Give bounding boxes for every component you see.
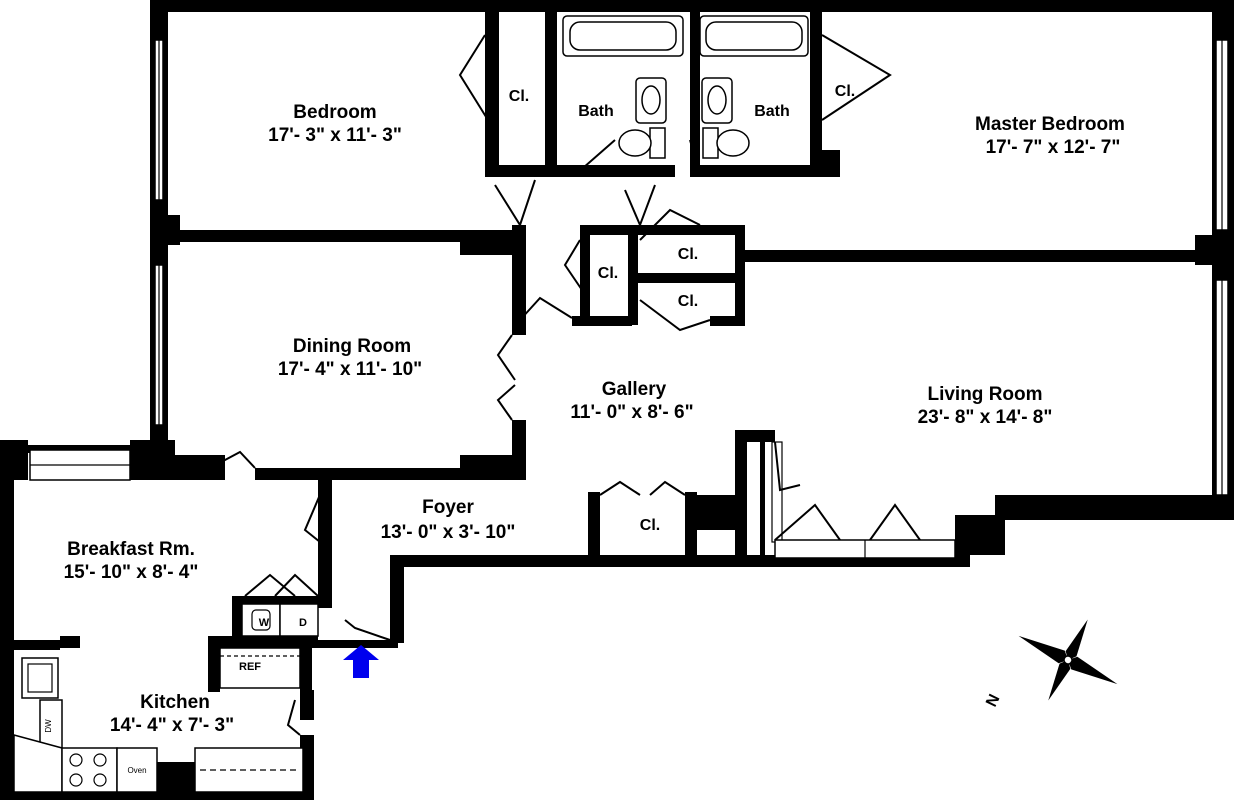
room-name: Breakfast Rm. — [67, 539, 195, 560]
room-name: Gallery — [602, 379, 667, 400]
room-kitchen: Kitchen 14'- 4" x 7'- 3" — [110, 692, 234, 736]
room-name: Foyer — [422, 497, 474, 518]
fixture-labels: Cl. Cl. Cl. Cl. Cl. Cl. Bath Bath W D RE… — [44, 83, 855, 775]
room-breakfast-room: Breakfast Rm. 15'- 10" x 8'- 4" — [64, 539, 199, 583]
room-dimensions: 11'- 0" x 8'- 6" — [570, 402, 693, 423]
room-name: Kitchen — [140, 692, 210, 713]
closet-label: Cl. — [509, 88, 529, 105]
dishwasher-label: DW — [44, 719, 53, 733]
refrigerator-label: REF — [239, 661, 261, 673]
room-gallery: Gallery 11'- 0" x 8'- 6" — [570, 379, 693, 423]
room-dimensions: 14'- 4" x 7'- 3" — [110, 715, 234, 736]
room-living-room: Living Room 23'- 8" x 14'- 8" — [918, 384, 1053, 428]
room-dimensions: 17'- 7" x 12'- 7" — [986, 137, 1121, 158]
door-swings — [209, 34, 921, 736]
room-dimensions: 15'- 10" x 8'- 4" — [64, 562, 199, 583]
compass-north-label: N — [983, 692, 1003, 710]
room-dimensions: 17'- 3" x 11'- 3" — [268, 125, 402, 146]
room-name: Bedroom — [293, 102, 376, 123]
room-name: Dining Room — [293, 336, 411, 357]
room-name: Living Room — [927, 384, 1042, 405]
entry-arrow-icon — [343, 645, 379, 678]
closet-label: Cl. — [640, 517, 660, 534]
bath-label: Bath — [578, 103, 614, 120]
room-master-bedroom: Master Bedroom 17'- 7" x 12'- 7" — [975, 114, 1125, 158]
washer-label: W — [259, 617, 270, 629]
compass-rose-icon: N — [983, 619, 1118, 710]
windows — [29, 39, 1229, 496]
room-bedroom: Bedroom 17'- 3" x 11'- 3" — [268, 102, 402, 146]
oven-label: Oven — [127, 766, 146, 775]
room-dimensions: 17'- 4" x 11'- 10" — [278, 359, 422, 380]
room-foyer: Foyer 13'- 0" x 3'- 10" — [381, 497, 516, 543]
bath-label: Bath — [754, 103, 790, 120]
dryer-label: D — [299, 617, 307, 629]
closet-label: Cl. — [678, 293, 698, 310]
closet-label: Cl. — [835, 83, 855, 100]
room-name: Master Bedroom — [975, 114, 1125, 135]
room-dimensions: 23'- 8" x 14'- 8" — [918, 407, 1053, 428]
room-dining-room: Dining Room 17'- 4" x 11'- 10" — [278, 336, 422, 380]
closet-label: Cl. — [678, 246, 698, 263]
room-dimensions: 13'- 0" x 3'- 10" — [381, 522, 516, 543]
fixtures — [13, 15, 956, 793]
closet-label: Cl. — [598, 265, 618, 282]
